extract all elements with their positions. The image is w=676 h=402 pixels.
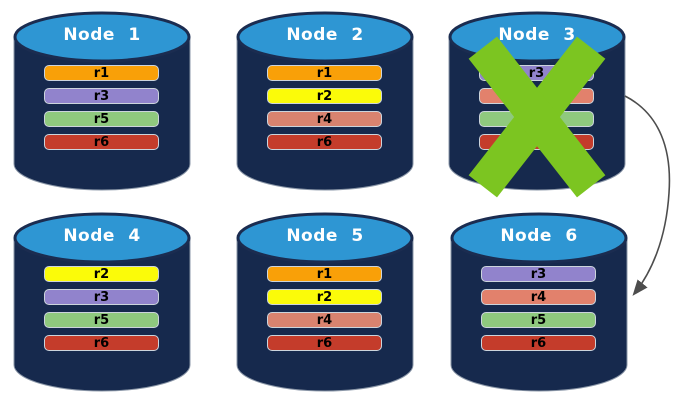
replica-bar: r6 <box>267 134 382 150</box>
replica-label: r6 <box>93 335 110 351</box>
replica-label: r2 <box>93 266 110 282</box>
replica-label: r4 <box>316 312 333 328</box>
replica-label: r5 <box>530 312 547 328</box>
node-2: Node 2 r1 r2 r4 r6 <box>236 11 414 193</box>
replica-bar: r4 <box>267 312 382 328</box>
replica-label: r3 <box>528 65 545 81</box>
replica-list: r1 r2 r4 r6 <box>267 65 382 157</box>
replica-label: r1 <box>316 266 333 282</box>
replica-bar: r6 <box>267 335 382 351</box>
node-4: Node 4 r2 r3 r5 r6 <box>13 212 191 394</box>
node-title: Node 2 <box>286 25 364 45</box>
replica-bar: r3 <box>44 88 159 104</box>
replica-bar: r3 <box>481 266 596 282</box>
replica-list: r1 r3 r5 r6 <box>44 65 159 157</box>
replica-list: r2 r3 r5 r6 <box>44 266 159 358</box>
replica-label: r6 <box>316 335 333 351</box>
replica-bar: r5 <box>44 111 159 127</box>
node-1: Node 1 r1 r3 r5 r6 <box>13 11 191 193</box>
node-title: Node 5 <box>286 226 364 246</box>
replica-bar: r1 <box>267 266 382 282</box>
replica-label: r3 <box>93 289 110 305</box>
replica-bar: r4 <box>267 111 382 127</box>
replica-label: r2 <box>316 289 333 305</box>
replica-bar: r1 <box>44 65 159 81</box>
replica-label: r5 <box>93 111 110 127</box>
replica-bar: r2 <box>267 88 382 104</box>
replica-label: r4 <box>530 289 547 305</box>
replica-bar: r2 <box>267 289 382 305</box>
replica-bar: r6 <box>481 335 596 351</box>
replica-label: r1 <box>316 65 333 81</box>
node-5: Node 5 r1 r2 r4 r6 <box>236 212 414 394</box>
replica-label: r1 <box>93 65 110 81</box>
replica-bar: r4 <box>481 289 596 305</box>
node-6: Node 6 r3 r4 r5 r6 <box>450 212 628 394</box>
replica-label: r5 <box>93 312 110 328</box>
replica-label: r6 <box>530 335 547 351</box>
replica-label: r6 <box>316 134 333 150</box>
replica-label: r6 <box>93 134 110 150</box>
node-title: Node 6 <box>500 226 578 246</box>
failover-arrow-path <box>624 95 671 296</box>
replica-bar: r3 <box>44 289 159 305</box>
replica-bar: r5 <box>44 312 159 328</box>
replica-label: r2 <box>316 88 333 104</box>
replica-bar: r2 <box>44 266 159 282</box>
replica-label: r3 <box>530 266 547 282</box>
node-title: Node 3 <box>498 25 576 45</box>
replica-bar: r1 <box>267 65 382 81</box>
replica-bar: r5 <box>481 312 596 328</box>
replica-bar: r6 <box>44 335 159 351</box>
replica-label: r3 <box>93 88 110 104</box>
failure-x-icon <box>468 36 606 198</box>
replica-list: r3 r4 r5 r6 <box>481 266 596 358</box>
replica-label: r4 <box>316 111 333 127</box>
replica-list: r1 r2 r4 r6 <box>267 266 382 358</box>
node-title: Node 1 <box>63 25 141 45</box>
replica-bar: r6 <box>44 134 159 150</box>
node-title: Node 4 <box>63 226 141 246</box>
